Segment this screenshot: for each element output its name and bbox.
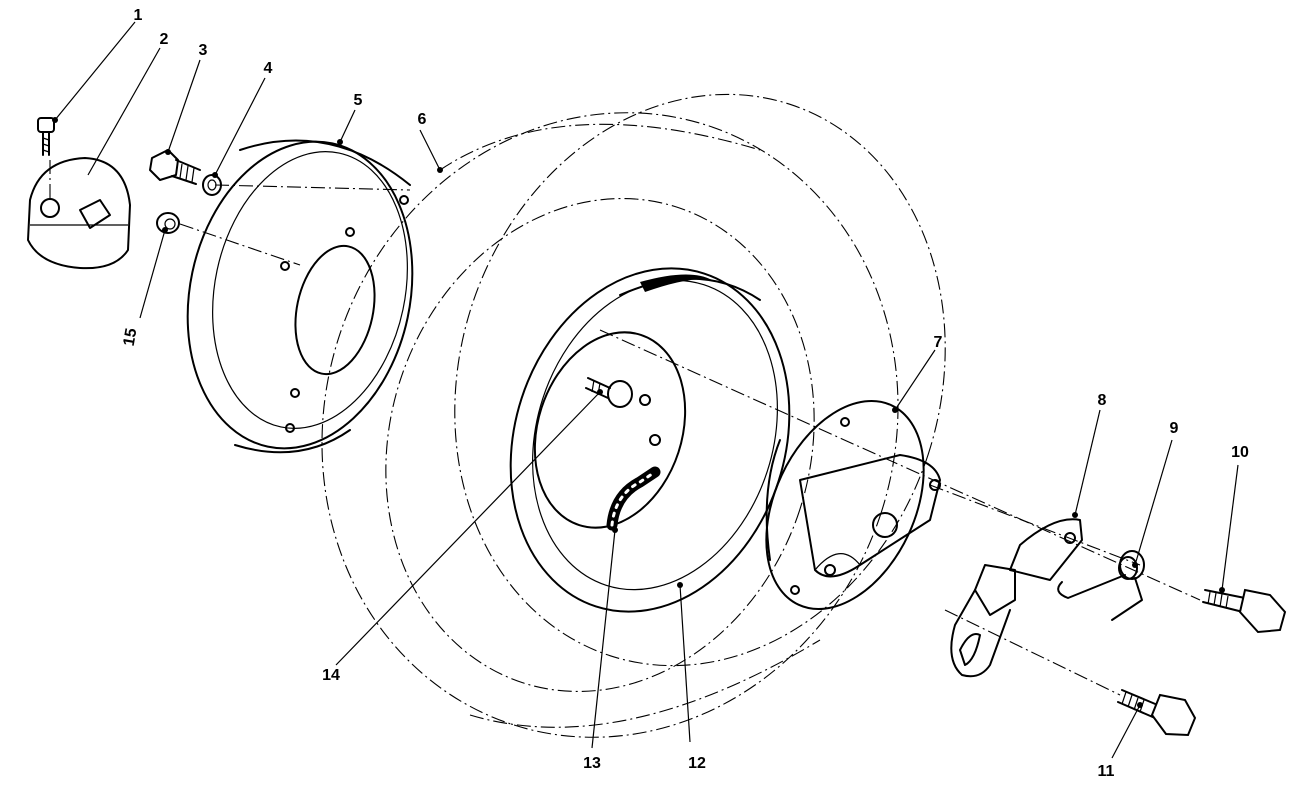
callout-1: 1 (134, 7, 143, 24)
callout-8: 8 (1098, 392, 1107, 409)
hub-plate (765, 400, 941, 610)
outer-wheel-half (186, 139, 414, 454)
tire (321, 93, 946, 738)
wheel-bolt (149, 149, 201, 185)
callout-9: 9 (1170, 420, 1179, 437)
callout-2: 2 (160, 31, 169, 48)
callout-12: 12 (688, 755, 706, 772)
callout-13: 13 (583, 755, 601, 772)
set-screw (37, 117, 55, 156)
latch-plate (950, 518, 1083, 678)
callout-labels: 1 2 3 4 5 6 7 8 9 10 11 12 13 14 15 (121, 7, 1249, 780)
callout-4: 4 (264, 60, 273, 77)
callout-6: 6 (418, 111, 427, 128)
hinge-bolt (1117, 689, 1197, 737)
callout-15: 15 (121, 327, 141, 348)
hub-clamp (27, 157, 131, 270)
leader-lines (52, 21, 1239, 759)
callout-11: 11 (1098, 763, 1115, 780)
hub-bolt (585, 377, 633, 408)
hex-nut (156, 212, 180, 234)
shoulder-bolt (1202, 588, 1287, 634)
callout-3: 3 (199, 42, 208, 59)
callout-5: 5 (354, 92, 363, 109)
assembly-center-lines (49, 160, 1201, 696)
valve-stem (606, 466, 661, 531)
torsion-spring (1057, 550, 1145, 621)
callout-10: 10 (1231, 444, 1249, 461)
callout-14: 14 (322, 667, 340, 684)
callout-7: 7 (934, 334, 943, 351)
